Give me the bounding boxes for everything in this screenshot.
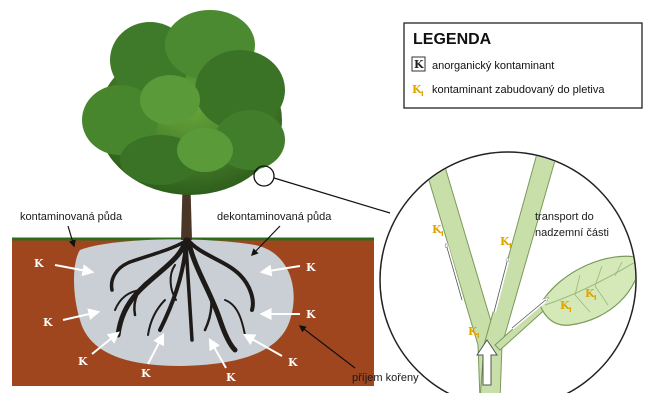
svg-text:I: I	[477, 332, 480, 340]
svg-text:K: K	[306, 308, 316, 321]
svg-text:K: K	[226, 371, 236, 384]
tree-foliage	[82, 10, 285, 195]
legend-title: LEGENDA	[413, 31, 492, 48]
svg-text:I: I	[441, 230, 444, 238]
svg-text:K: K	[414, 58, 424, 71]
svg-text:I: I	[569, 306, 572, 314]
svg-text:anorganický kontaminant: anorganický kontaminant	[432, 60, 554, 72]
legend: LEGENDA K anorganický kontaminant K I ko…	[404, 23, 642, 108]
svg-text:K: K	[34, 257, 44, 270]
svg-text:K: K	[43, 316, 53, 329]
zoom-connector	[274, 178, 390, 213]
svg-text:K: K	[141, 367, 151, 380]
magnified-view	[380, 150, 640, 393]
legend-item-contaminant: K anorganický kontaminant	[412, 57, 554, 72]
label-root-uptake: příjem kořeny	[352, 372, 419, 384]
svg-text:I: I	[421, 90, 424, 98]
svg-text:K: K	[306, 261, 316, 274]
svg-text:K: K	[78, 355, 88, 368]
svg-text:kontaminant zabudovaný do plet: kontaminant zabudovaný do pletiva	[432, 84, 605, 96]
legend-item-incorporated: K I kontaminant zabudovaný do pletiva	[412, 83, 605, 98]
svg-text:K: K	[288, 356, 298, 369]
label-contaminated-soil: kontaminovaná půda	[20, 211, 123, 223]
label-transport-line2: nadzemní části	[535, 227, 609, 239]
label-decontaminated-soil: dekontaminovaná půda	[217, 211, 332, 223]
label-transport-line1: transport do	[535, 211, 594, 223]
svg-text:I: I	[509, 242, 512, 250]
svg-text:I: I	[594, 294, 597, 302]
zoom-marker	[254, 166, 274, 186]
